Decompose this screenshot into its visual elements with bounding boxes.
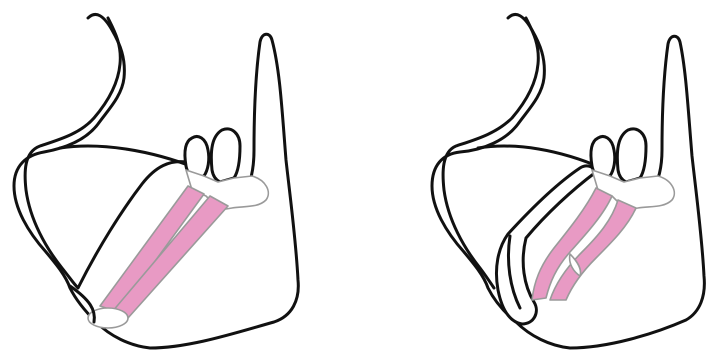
gum-cuff <box>496 166 596 324</box>
diagram-panel-right <box>356 0 712 356</box>
jaw-illustration-right <box>356 0 712 356</box>
arch-outline <box>60 146 196 168</box>
arch-outline <box>478 146 602 168</box>
jaw-illustration-left <box>0 0 356 356</box>
tooth-crown-back <box>617 129 646 182</box>
diagram-panel-left <box>0 0 356 356</box>
tooth-crown-back <box>211 129 240 182</box>
